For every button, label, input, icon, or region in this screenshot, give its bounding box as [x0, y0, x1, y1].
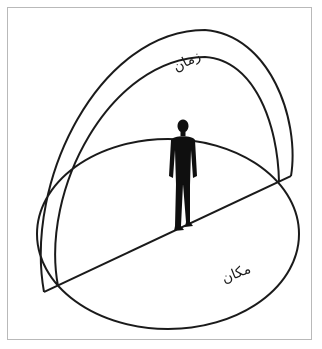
person-silhouette: [169, 120, 197, 232]
diameter-line: [44, 176, 291, 292]
space-label: مکان: [220, 261, 254, 287]
time-arch-inner: [55, 57, 279, 286]
time-label: زمان: [170, 48, 203, 76]
time-arch-outer: [41, 30, 293, 292]
